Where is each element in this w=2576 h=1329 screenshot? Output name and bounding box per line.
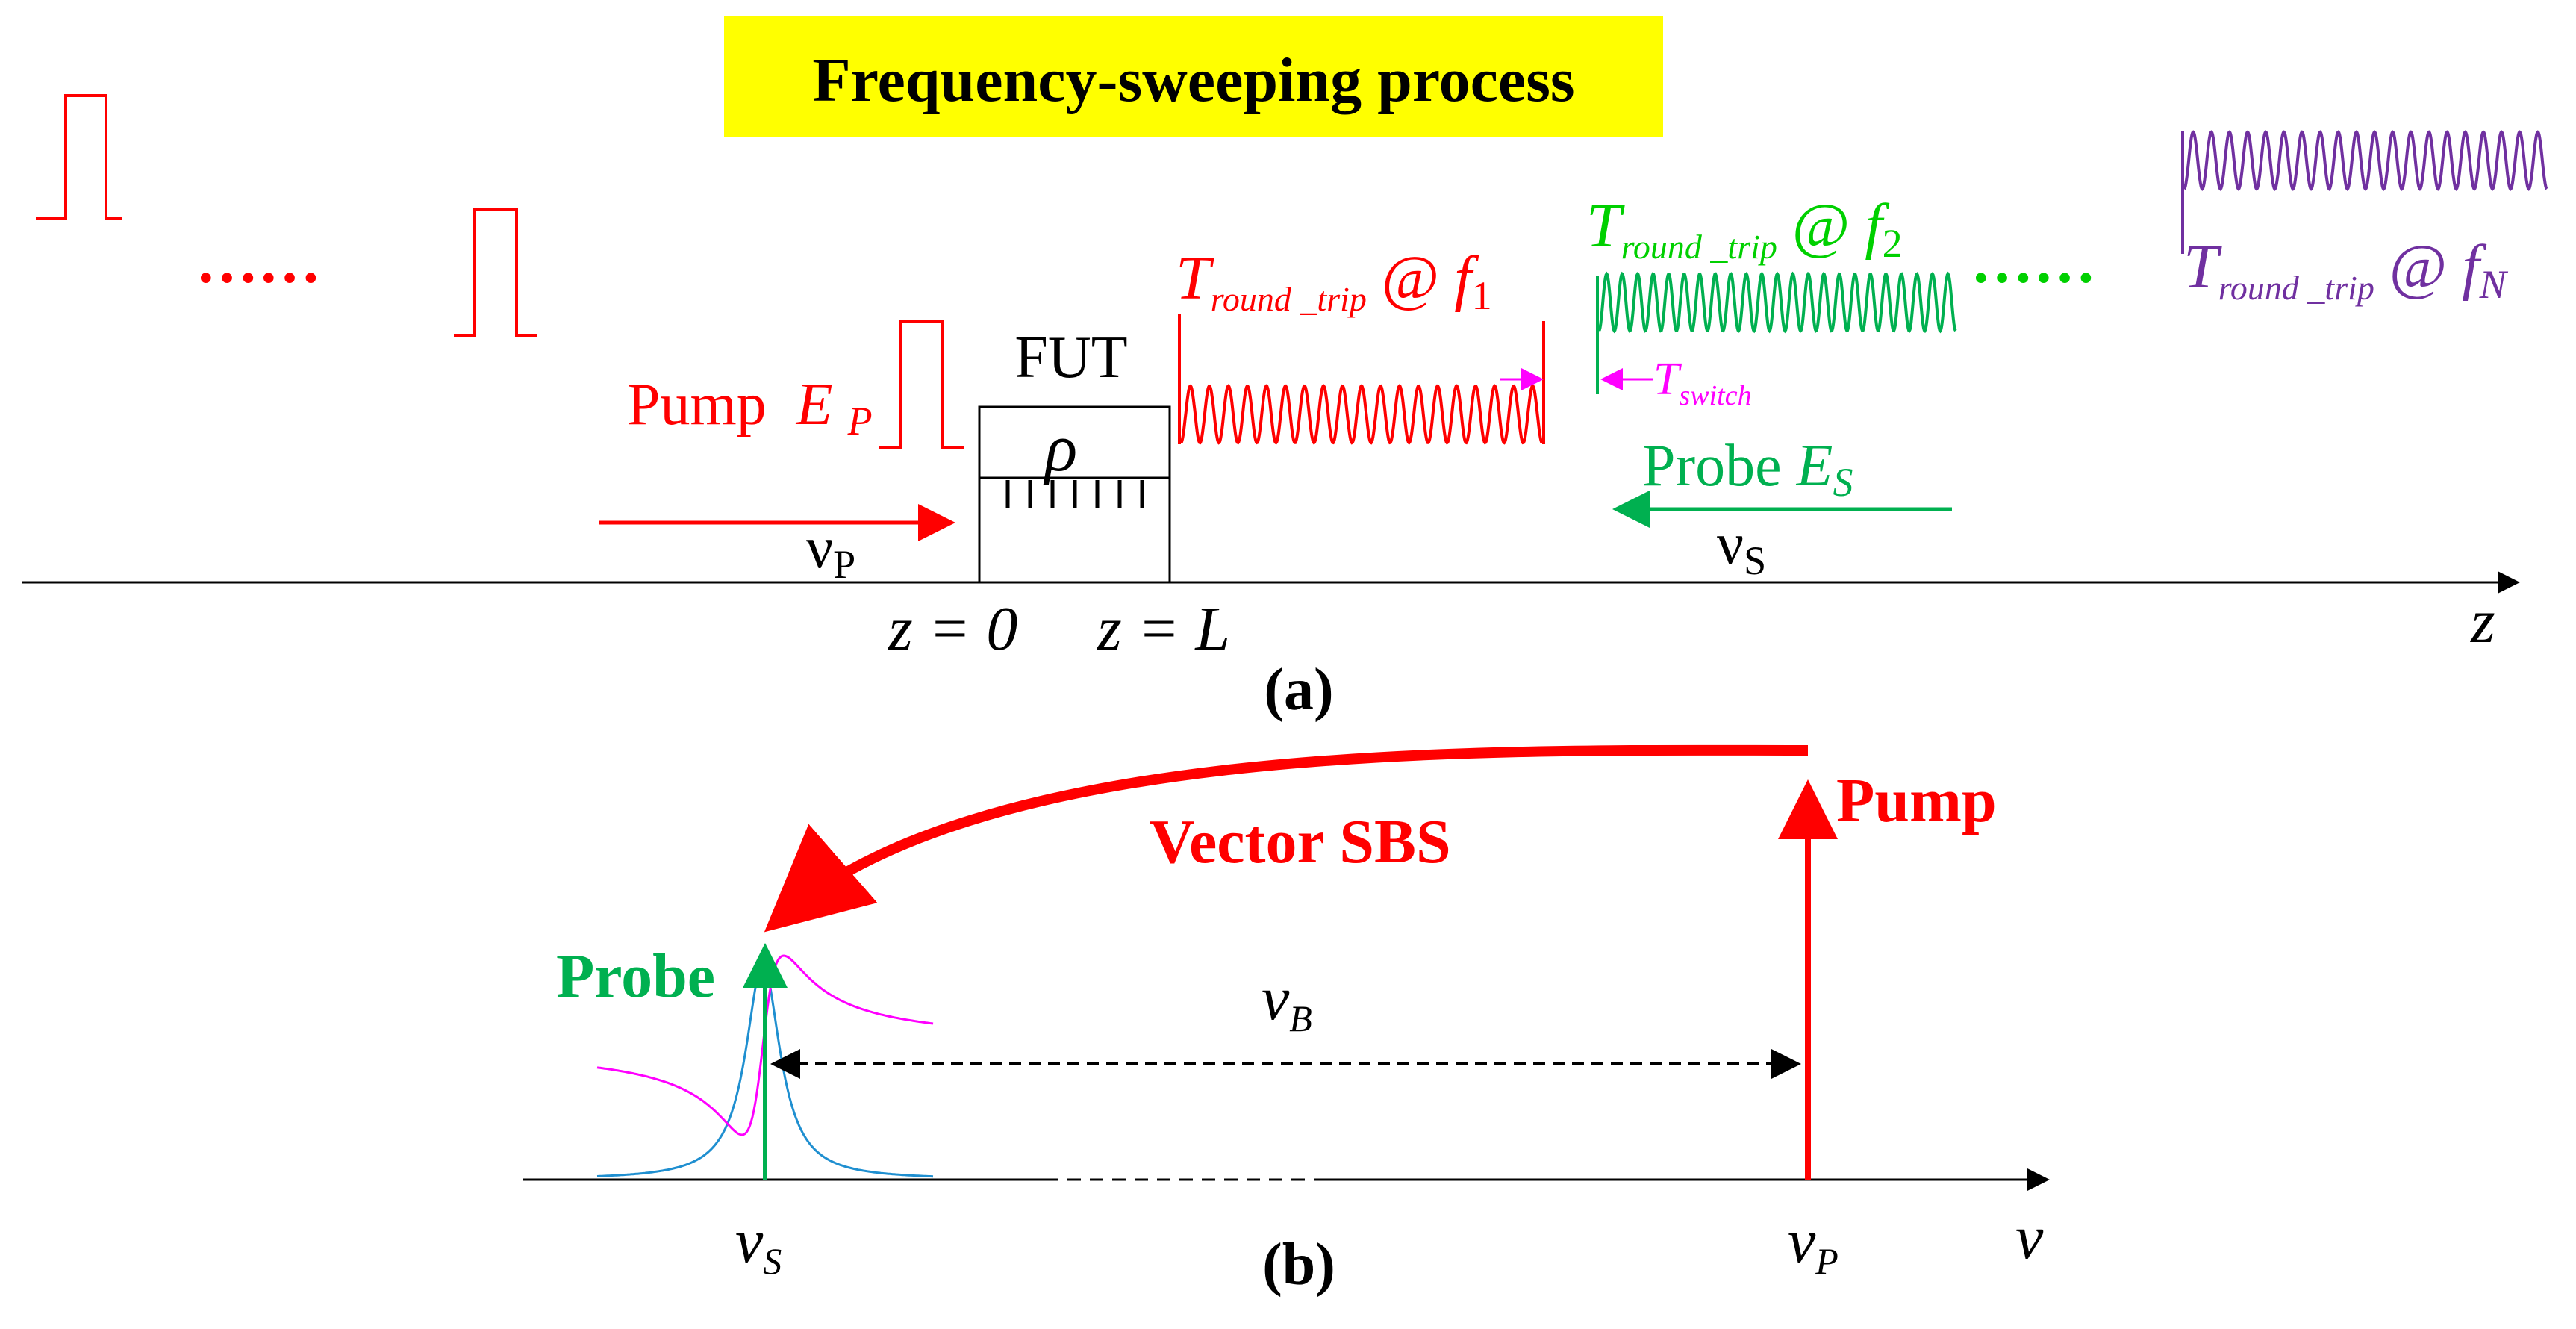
zL-label: z = L — [1097, 594, 1230, 664]
pump-pulse-1 — [36, 94, 122, 220]
f2-continuation-dots: …… — [1971, 227, 2096, 296]
fut-label: FUT — [1014, 325, 1127, 390]
fN-sinusoid — [2183, 130, 2548, 191]
vector-sbs-label: Vector SBS — [1150, 807, 1451, 877]
pump-pulse-ellipsis: …… — [196, 227, 321, 296]
pump-label-a: Pump E P — [627, 372, 873, 443]
pump-pulse-3 — [879, 320, 964, 449]
pump-symbol-sub: P — [847, 399, 873, 443]
t-round-trip-f1-label: Tround _trip@f1 — [1176, 243, 1492, 318]
t-round-trip-f2-label: Tround _trip@f2 — [1586, 191, 1903, 266]
nu-b-label: νB — [1262, 964, 1312, 1039]
diagram-title: Frequency-sweeping process — [812, 46, 1574, 115]
pump-pulse-2 — [454, 208, 537, 337]
nu-s-label-a: νS — [1717, 511, 1766, 583]
panel-b-label: (b) — [1262, 1232, 1335, 1298]
nu-s-label-b: νS — [735, 1207, 782, 1282]
z0-label: z = 0 — [888, 594, 1017, 664]
probe-label-b: Probe — [556, 941, 715, 1011]
nu-p-label-b: νP — [1788, 1207, 1839, 1282]
f1-sinusoid — [1179, 384, 1544, 445]
vector-sbs-arrow — [764, 744, 1809, 933]
nu-p-label-a: νP — [806, 515, 855, 587]
t-switch-label: Tswitch — [1653, 354, 1752, 411]
pump-symbol: E — [796, 372, 833, 438]
panel-a-label: (a) — [1264, 657, 1333, 723]
pump-word: Pump — [627, 372, 767, 438]
z-axis-label: z — [2470, 587, 2495, 656]
nu-axis-label: ν — [2015, 1203, 2044, 1272]
f2-sinusoid — [1597, 271, 1957, 334]
title-highlight-box — [724, 16, 1663, 137]
pump-label-b: Pump — [1836, 766, 1997, 835]
fut-grating-ticks — [1005, 480, 1144, 508]
t-round-trip-fN-label: Tround _trip@fN — [2183, 232, 2509, 307]
rho-label: ρ — [1043, 411, 1077, 485]
